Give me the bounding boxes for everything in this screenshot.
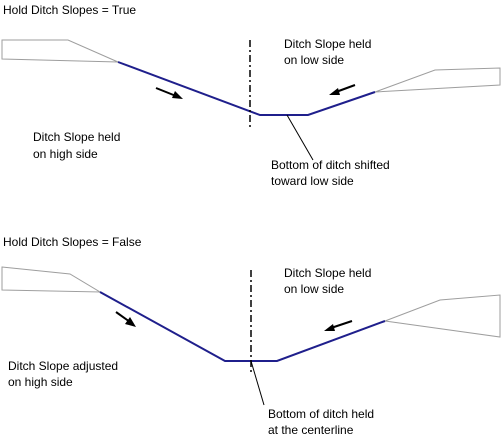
bottom-left-slope-arrow bbox=[115, 311, 136, 327]
top-bottom-leader bbox=[286, 114, 314, 161]
top-ditch-profile bbox=[117, 61, 376, 116]
bottom-diagram-title: Hold Ditch Slopes = False bbox=[3, 235, 142, 249]
top-right-label-line2: on low side bbox=[284, 53, 344, 67]
bottom-right-road-shoulder bbox=[384, 294, 501, 338]
bottom-right-label-line1: Ditch Slope held bbox=[284, 266, 371, 280]
top-right-label: Ditch Slope held on low side bbox=[284, 37, 375, 67]
bottom-right-slope-arrow bbox=[324, 320, 353, 331]
top-left-label-line1: Ditch Slope held bbox=[33, 130, 120, 144]
bottom-right-label: Ditch Slope held on low side bbox=[284, 266, 375, 296]
top-left-label-line2: on high side bbox=[33, 147, 98, 161]
bottom-diagram: Hold Ditch Slopes = False Ditch Slope ad… bbox=[1, 235, 501, 437]
top-bottom-label: Bottom of ditch shifted toward low side bbox=[271, 158, 393, 188]
top-diagram-title: Hold Ditch Slopes = True bbox=[3, 3, 136, 17]
bottom-right-label-line2: on low side bbox=[284, 282, 344, 296]
bottom-left-label-line1: Ditch Slope adjusted bbox=[8, 359, 118, 373]
top-left-slope-arrow bbox=[155, 87, 183, 99]
bottom-left-label-line2: on high side bbox=[8, 375, 73, 389]
bottom-bottom-label-line2: at the centerline bbox=[268, 423, 354, 437]
top-bottom-label-line2: toward low side bbox=[271, 174, 354, 188]
bottom-bottom-label: Bottom of ditch held at the centerline bbox=[268, 407, 377, 437]
top-right-slope-arrow bbox=[329, 84, 356, 95]
top-left-label: Ditch Slope held on high side bbox=[33, 130, 124, 161]
top-right-label-line1: Ditch Slope held bbox=[284, 37, 371, 51]
bottom-ditch-profile bbox=[99, 291, 386, 362]
bottom-left-label: Ditch Slope adjusted on high side bbox=[8, 359, 121, 389]
top-right-road-shoulder bbox=[374, 67, 501, 93]
top-diagram: Hold Ditch Slopes = True Ditch Slope hel… bbox=[1, 3, 501, 188]
bottom-left-road-shoulder bbox=[1, 266, 102, 293]
bottom-bottom-label-line1: Bottom of ditch held bbox=[268, 407, 374, 421]
top-left-road-shoulder bbox=[1, 39, 119, 63]
top-bottom-label-line1: Bottom of ditch shifted bbox=[271, 158, 390, 172]
bottom-bottom-leader bbox=[250, 360, 265, 406]
